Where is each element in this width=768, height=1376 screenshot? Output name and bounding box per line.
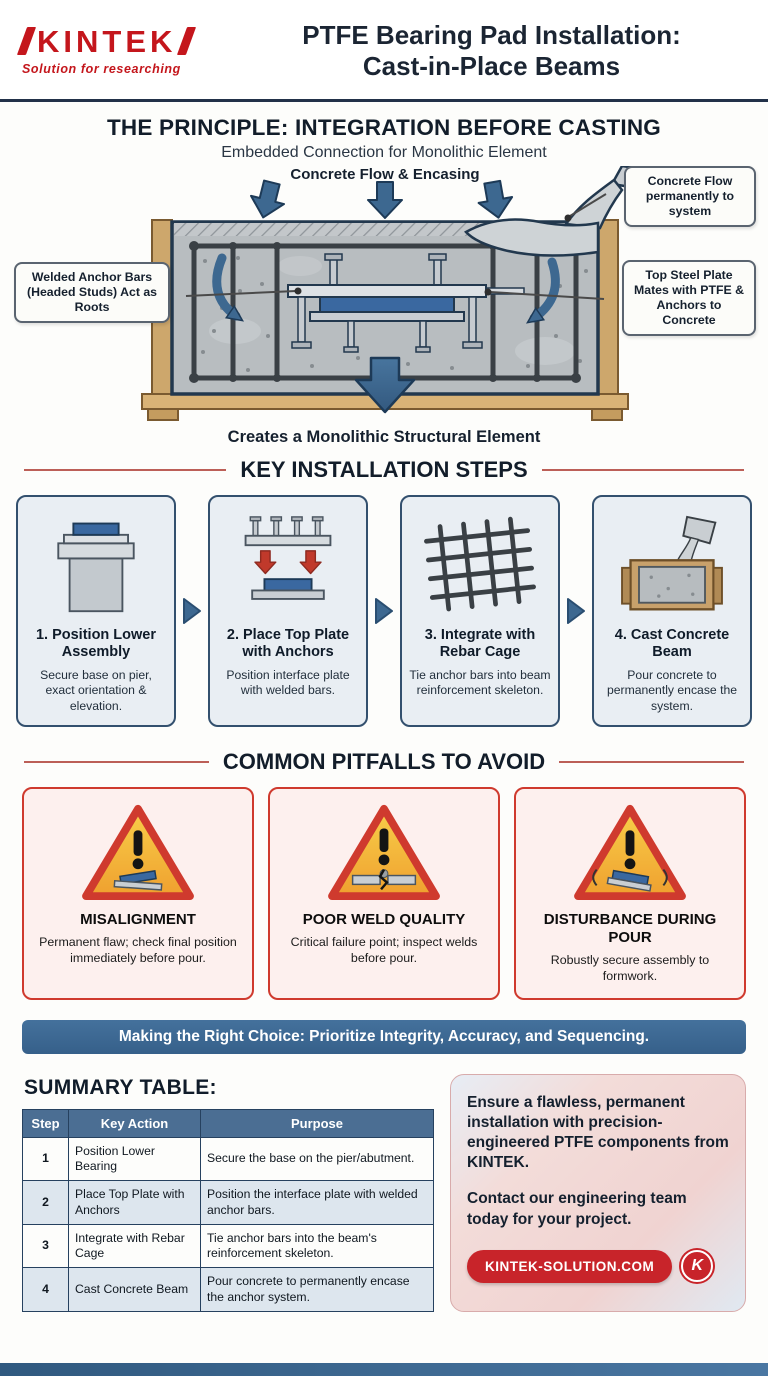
cta-panel: Ensure a flawless, permanent installatio… (450, 1073, 746, 1312)
step-card-3: 3. Integrate with Rebar Cage Tie anchor … (400, 495, 560, 727)
steps-heading: KEY INSTALLATION STEPS (240, 457, 528, 482)
pitfall-desc: Robustly secure assembly to formwork. (550, 952, 710, 983)
heading-rule (541, 469, 744, 471)
step-card-2: 2. Place Top Plate with Anchors Position… (208, 495, 368, 727)
cast-beam-icon (606, 503, 738, 627)
pitfalls-heading-row: COMMON PITFALLS TO AVOID (24, 748, 745, 775)
table-row: 4 Cast Concrete Beam Pour concrete to pe… (22, 1267, 434, 1312)
step-title: 1. Position Lower Assembly (35, 627, 157, 661)
footer-bar (0, 1363, 768, 1376)
kintek-logo: KINTEK Solution for researching (16, 23, 237, 76)
kintek-badge-icon: K (681, 1250, 714, 1283)
table-row: 2 Place Top Plate with Anchors Position … (22, 1180, 434, 1225)
pitfall-title: POOR WELD QUALITY (302, 910, 466, 928)
steps-row: 1. Position Lower Assembly Secure base o… (0, 495, 768, 727)
summary-table: Step Key Action Purpose 1 Position Lower… (22, 1108, 434, 1312)
table-cell: Secure the base on the pier/abutment. (200, 1136, 434, 1182)
callout-top-steel-plate: Top Steel Plate Mates with PTFE & Anchor… (622, 260, 756, 336)
table-cell: Place Top Plate with Anchors (68, 1180, 201, 1225)
pitfalls-heading: COMMON PITFALLS TO AVOID (222, 748, 546, 774)
header: KINTEK Solution for researching PTFE Bea… (0, 0, 768, 102)
pitfall-card-poor-weld: POOR WELD QUALITY Critical failure point… (268, 786, 500, 1000)
lower-assembly-icon (30, 503, 162, 627)
table-row: 1 Position Lower Bearing Secure the base… (22, 1136, 434, 1182)
callout-welded-anchor-bars: Welded Anchor Bars (Headed Studs) Act as… (14, 262, 170, 323)
step-title: 2. Place Top Plate with Anchors (226, 627, 350, 661)
table-cell: Position the interface plate with welded… (200, 1180, 434, 1225)
principle-section: THE PRINCIPLE: INTEGRATION BEFORE CASTIN… (0, 115, 768, 447)
cta-text-primary: Ensure a flawless, permanent installatio… (467, 1093, 729, 1172)
callout-concrete-flow: Concrete Flow permanently to system (624, 166, 756, 227)
table-header-cell: Purpose (200, 1108, 434, 1138)
summary-heading: SUMMARY TABLE: (24, 1075, 217, 1099)
top-plate-anchors-icon (222, 503, 354, 627)
table-cell: 1 (22, 1136, 69, 1182)
step-title: 4. Cast Concrete Beam (614, 627, 730, 661)
step-card-4: 4. Cast Concrete Beam Pour concrete to p… (592, 495, 752, 727)
table-cell: 4 (22, 1267, 69, 1312)
flow-label: Concrete Flow & Encasing (290, 166, 480, 183)
heading-rule (24, 760, 209, 763)
principle-diagram-svg (141, 166, 708, 421)
logo-slash-icon (16, 27, 37, 55)
pitfall-title: MISALIGNMENT (80, 910, 196, 928)
pitfalls-row: MISALIGNMENT Permanent flaw; check final… (0, 786, 768, 1000)
table-header-cell: Step (22, 1108, 69, 1138)
principle-subtitle: Embedded Connection for Monolithic Eleme… (221, 144, 547, 161)
table-cell: Cast Concrete Beam (68, 1267, 201, 1312)
heading-rule (24, 469, 227, 471)
warning-poor-weld-icon (280, 801, 488, 903)
principle-heading: THE PRINCIPLE: INTEGRATION BEFORE CASTIN… (106, 115, 662, 140)
heading-rule (559, 760, 745, 763)
warning-misalignment-icon (34, 801, 242, 903)
summary-section: SUMMARY TABLE: Step Key Action Purpose 1… (0, 1073, 768, 1312)
pitfall-desc: Critical failure point; inspect welds be… (290, 934, 478, 965)
monolithic-caption: Creates a Monolithic Structural Element (227, 428, 541, 446)
step-arrow-icon (181, 596, 203, 626)
cta-button-row: KINTEK-SOLUTION.COM K (467, 1249, 729, 1283)
table-cell: Tie anchor bars into the beam's reinforc… (200, 1223, 434, 1269)
table-header-cell: Key Action (68, 1108, 201, 1138)
step-title: 3. Integrate with Rebar Cage (424, 627, 536, 661)
table-cell: Integrate with Rebar Cage (68, 1223, 201, 1269)
table-cell: 2 (22, 1180, 69, 1225)
logo-slash-icon (177, 27, 197, 55)
summary-table-block: SUMMARY TABLE: Step Key Action Purpose 1… (22, 1074, 434, 1312)
step-card-1: 1. Position Lower Assembly Secure base o… (16, 495, 176, 727)
cta-button[interactable]: KINTEK-SOLUTION.COM (467, 1249, 673, 1283)
pitfall-card-disturbance: DISTURBANCE DURING POUR Robustly secure … (514, 786, 746, 1000)
table-cell: Pour concrete to permanently encase the … (200, 1267, 434, 1312)
pitfall-desc: Permanent flaw; check final position imm… (39, 934, 237, 965)
principle-diagram: Concrete Flow & Encasing Welded Anchor B… (0, 166, 768, 428)
logo-tagline: Solution for researching (22, 61, 181, 76)
logo-text: KINTEK (37, 23, 177, 59)
table-cell: 3 (22, 1223, 69, 1269)
steps-heading-row: KEY INSTALLATION STEPS (24, 457, 744, 483)
table-cell: Position Lower Bearing (68, 1136, 201, 1182)
step-arrow-icon (373, 596, 395, 626)
warning-disturbance-icon (526, 801, 734, 903)
page-title-line2: Cast-in-Place Beams (362, 50, 621, 81)
choice-banner: Making the Right Choice: Prioritize Inte… (22, 1019, 746, 1054)
table-row: 3 Integrate with Rebar Cage Tie anchor b… (22, 1223, 434, 1269)
page-title-line1: PTFE Bearing Pad Installation: (302, 19, 681, 50)
step-desc: Pour concrete to permanently encase the … (606, 667, 738, 713)
step-arrow-icon (565, 596, 587, 626)
step-desc: Position interface plate with welded bar… (226, 667, 350, 698)
pitfall-card-misalignment: MISALIGNMENT Permanent flaw; check final… (22, 786, 254, 1000)
page-title: PTFE Bearing Pad Installation: Cast-in-P… (237, 20, 746, 81)
cta-text-secondary: Contact our engineering team today for y… (467, 1190, 687, 1228)
step-desc: Secure base on pier, exact orientation &… (40, 667, 152, 713)
pitfall-title: DISTURBANCE DURING POUR (543, 910, 717, 946)
step-desc: Tie anchor bars into beam reinforcement … (409, 667, 551, 698)
rebar-cage-icon (414, 503, 546, 627)
